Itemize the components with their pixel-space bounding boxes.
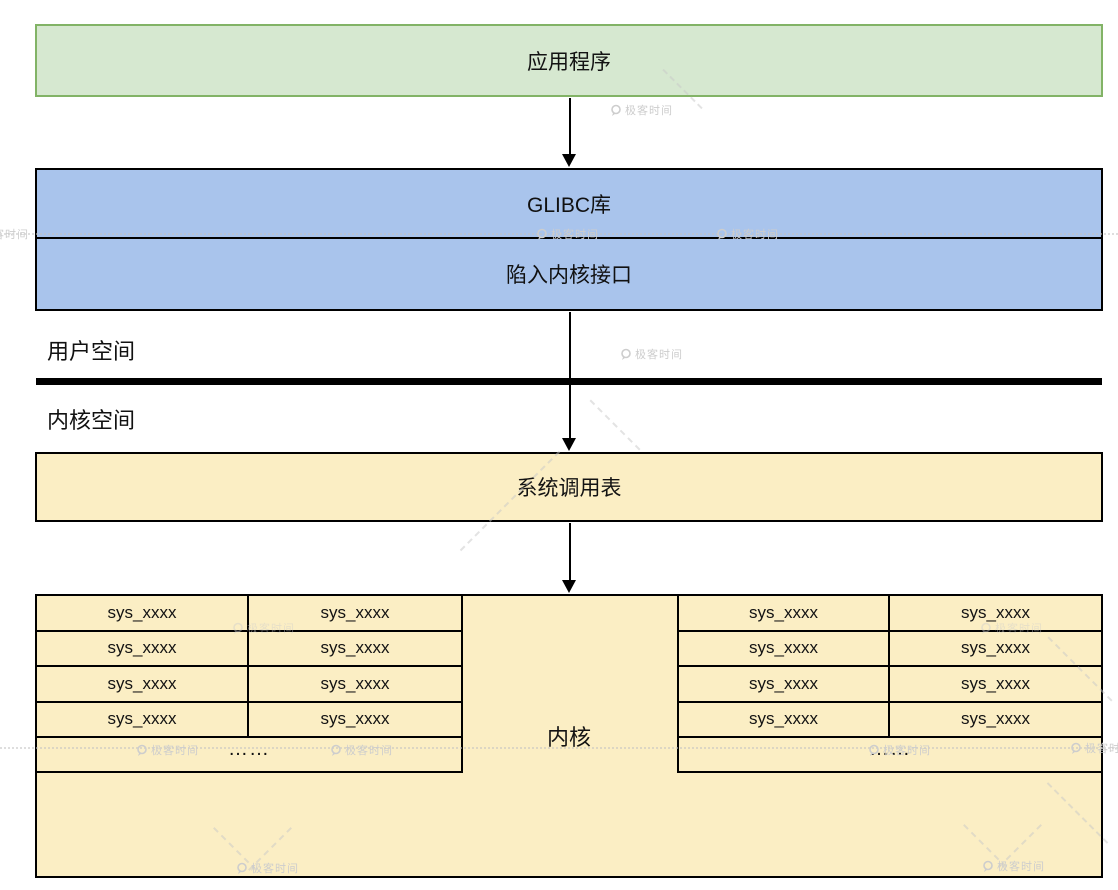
geektime-watermark-text: 极客时间: [883, 745, 931, 757]
geektime-pin-icon: [611, 104, 621, 116]
arrow-table-to-kernel-head: [562, 580, 576, 593]
geektime-watermark: 极客时间: [232, 620, 295, 636]
geektime-pin-icon: [1071, 742, 1081, 754]
geektime-watermark-text: 极客时间: [551, 229, 599, 241]
syscall-cell: sys_xxxx: [37, 631, 249, 667]
syscall-cell: sys_xxxx: [249, 667, 461, 703]
watermark-diagonal: [589, 399, 641, 451]
syscall-table-left: sys_xxxx sys_xxxx sys_xxxx sys_xxxx sys_…: [35, 594, 463, 773]
geektime-watermark: 极客时间: [982, 858, 1045, 874]
geektime-watermark: 极客时间: [716, 226, 779, 242]
geektime-watermark: 极客时间: [610, 102, 673, 118]
application-label: 应用程序: [527, 50, 611, 74]
syscall-more-row: ……: [679, 738, 1101, 771]
geektime-pin-icon: [981, 622, 991, 634]
glibc-label: GLIBC库: [526, 193, 612, 217]
geektime-watermark-text: 极客时间: [251, 863, 299, 875]
ellipsis-label: ……: [869, 738, 911, 760]
glibc-box: GLIBC库: [37, 170, 1101, 239]
geektime-pin-icon: [983, 860, 993, 872]
syscall-cell: sys_xxxx: [679, 596, 890, 632]
geektime-watermark: 极客时间: [330, 742, 393, 758]
syscall-cell: sys_xxxx: [679, 631, 890, 667]
syscall-cell: sys_xxxx: [890, 632, 1101, 667]
geektime-watermark-text: 极客时间: [995, 623, 1043, 635]
arrow-app-to-glibc-line: [569, 98, 571, 155]
syscall-cell: sys_xxxx: [890, 667, 1101, 703]
application-box: 应用程序: [35, 24, 1103, 97]
geektime-watermark-text: 极客时间: [997, 861, 1045, 873]
syscall-cell: sys_xxxx: [890, 703, 1101, 738]
syscall-table-box: 系统调用表: [35, 452, 1103, 522]
geektime-watermark: 极客时间: [620, 346, 683, 362]
geektime-pin-icon: [137, 744, 147, 756]
syscall-cell: sys_xxxx: [37, 702, 249, 738]
arrow-trap-to-table-head: [562, 438, 576, 451]
geektime-watermark: 极客时间: [980, 620, 1043, 636]
kernel-space-label: 内核空间: [47, 408, 136, 433]
geektime-watermark: 极客时间: [136, 742, 199, 758]
geektime-pin-icon: [537, 228, 547, 240]
syscall-cell: sys_xxxx: [37, 667, 249, 703]
geektime-pin-icon: [233, 622, 243, 634]
arrow-trap-to-table-line: [569, 312, 571, 439]
geektime-watermark: 极客时间: [0, 226, 29, 242]
syscall-cell: sys_xxxx: [249, 596, 461, 632]
geektime-watermark-text: 极客时间: [635, 349, 683, 361]
syscall-table-label: 系统调用表: [516, 477, 622, 500]
geektime-watermark: 极客时间: [1070, 740, 1118, 756]
syscall-cell: sys_xxxx: [679, 702, 890, 738]
ellipsis-label: ……: [228, 738, 270, 760]
geektime-pin-icon: [717, 228, 727, 240]
geektime-watermark: 极客时间: [868, 742, 931, 758]
user-space-label: 用户空间: [47, 339, 136, 364]
syscall-table-right: sys_xxxx sys_xxxx sys_xxxx sys_xxxx sys_…: [677, 594, 1103, 773]
geektime-watermark-text: 极客时间: [151, 745, 199, 757]
syscall-cell: sys_xxxx: [249, 632, 461, 667]
user-kernel-boundary-line: [36, 378, 1102, 385]
trap-interface-label: 陷入内核接口: [506, 264, 632, 287]
geektime-watermark: 极客时间: [536, 226, 599, 242]
syscall-more-row: ……: [37, 738, 461, 771]
geektime-pin-icon: [237, 862, 247, 874]
syscall-cell: sys_xxxx: [37, 596, 249, 632]
geektime-watermark-text: 极客时间: [625, 105, 673, 117]
geektime-watermark-text: 极客时间: [731, 229, 779, 241]
glibc-stack: GLIBC库 陷入内核接口: [35, 168, 1103, 311]
geektime-pin-icon: [869, 744, 879, 756]
geektime-watermark: 极客时间: [236, 860, 299, 876]
syscall-cell: sys_xxxx: [679, 667, 890, 703]
geektime-watermark-text: 极客时间: [0, 229, 29, 241]
syscall-cell: sys_xxxx: [890, 596, 1101, 632]
geektime-watermark-text: 极客时间: [247, 623, 295, 635]
trap-interface-box: 陷入内核接口: [37, 239, 1101, 309]
geektime-watermark-text: 极客时间: [1085, 743, 1118, 755]
geektime-pin-icon: [621, 348, 631, 360]
kernel-box: [35, 594, 1103, 878]
arrow-table-to-kernel-line: [569, 523, 571, 581]
geektime-watermark-text: 极客时间: [345, 745, 393, 757]
watermark-dotted-line-top: [0, 233, 1118, 235]
geektime-pin-icon: [331, 744, 341, 756]
arrow-app-to-glibc-head: [562, 154, 576, 167]
watermark-dotted-line-bottom: [0, 747, 1118, 749]
syscall-cell: sys_xxxx: [249, 703, 461, 738]
